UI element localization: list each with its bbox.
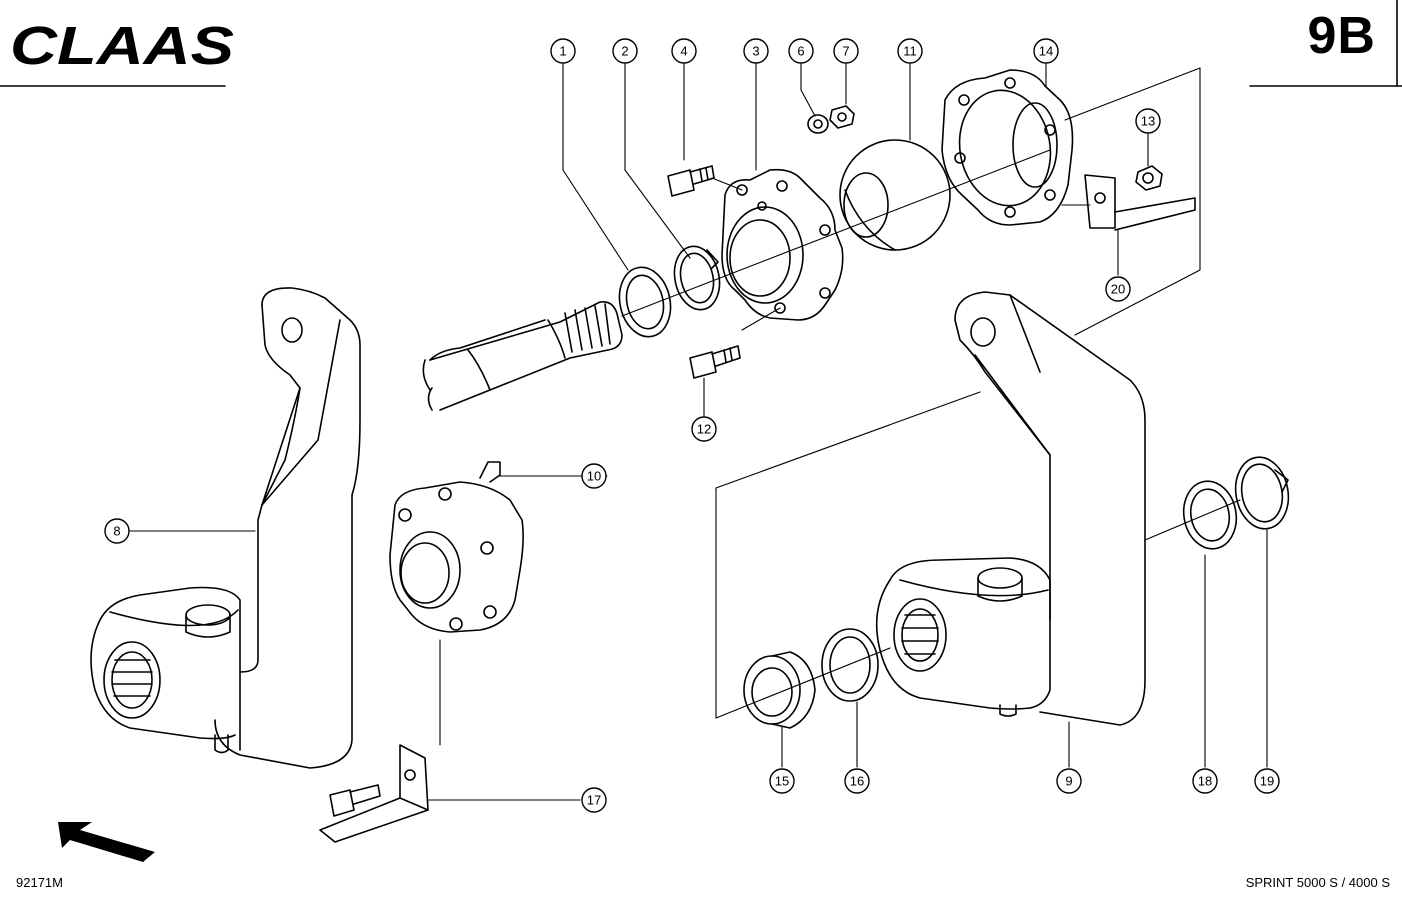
callout-1: 1	[550, 38, 576, 64]
callout-label: 14	[1039, 44, 1053, 59]
page-code: 9B	[1307, 7, 1376, 65]
flange-housing-part-3	[721, 168, 844, 321]
callout-label: 18	[1198, 774, 1212, 789]
washer-part-18	[1182, 480, 1238, 550]
nut-part-13	[1135, 165, 1163, 191]
callout-17: 17	[581, 787, 607, 813]
callout-7: 7	[833, 38, 859, 64]
arrow-icon	[58, 822, 155, 862]
callout-10: 10	[581, 463, 607, 489]
callout-14: 14	[1033, 38, 1059, 64]
callout-label: 20	[1111, 282, 1125, 297]
seal-part-16	[821, 628, 879, 702]
callout-label: 16	[850, 774, 864, 789]
bracket-part-17	[319, 744, 429, 843]
callout-label: 3	[752, 44, 759, 59]
callout-3: 3	[743, 38, 769, 64]
callout-18: 18	[1192, 768, 1218, 794]
circlip-part-2	[673, 245, 721, 311]
shaft	[422, 301, 623, 411]
callout-label: 1	[559, 44, 566, 59]
callout-15: 15	[769, 768, 795, 794]
drawing-number: 92171M	[16, 875, 63, 890]
callout-label: 19	[1260, 774, 1274, 789]
right-arm-part-9	[875, 291, 1146, 726]
bracket-part-20	[1084, 174, 1196, 231]
bolt-part-12	[689, 345, 741, 379]
callout-6: 6	[788, 38, 814, 64]
callout-label: 15	[775, 774, 789, 789]
washer-part-6	[807, 114, 829, 134]
bearing-flange-part-10	[389, 461, 524, 633]
callout-label: 12	[697, 422, 711, 437]
callout-label: 7	[842, 44, 849, 59]
callout-9: 9	[1056, 768, 1082, 794]
callout-13: 13	[1135, 108, 1161, 134]
callout-11: 11	[897, 38, 923, 64]
callout-label: 13	[1141, 114, 1155, 129]
callout-label: 11	[903, 44, 917, 59]
left-arm-part-8	[90, 287, 361, 769]
ring-part-1	[618, 266, 672, 338]
model-label: SPRINT 5000 S / 4000 S	[1245, 875, 1390, 890]
callout-16: 16	[844, 768, 870, 794]
bushing-part-15	[743, 651, 816, 729]
ball-part-11	[839, 139, 951, 251]
callout-label: 10	[587, 469, 601, 484]
callout-label: 6	[797, 44, 804, 59]
callout-2: 2	[612, 38, 638, 64]
nut-part-7	[829, 105, 855, 129]
callout-label: 4	[680, 44, 687, 59]
callout-12: 12	[691, 416, 717, 442]
flange-plate-part-14	[941, 69, 1074, 226]
callout-19: 19	[1254, 768, 1280, 794]
callout-20: 20	[1105, 276, 1131, 302]
callout-8: 8	[104, 518, 130, 544]
claas-logo: CLAAS	[10, 16, 234, 74]
circlip-part-19	[1234, 456, 1290, 530]
callout-label: 9	[1065, 774, 1072, 789]
brand-text: CLAAS	[10, 16, 234, 74]
callout-label: 8	[113, 524, 120, 539]
callout-label: 17	[587, 793, 601, 808]
callout-label: 2	[621, 44, 628, 59]
bolt-part-4	[667, 165, 715, 197]
callout-4: 4	[671, 38, 697, 64]
